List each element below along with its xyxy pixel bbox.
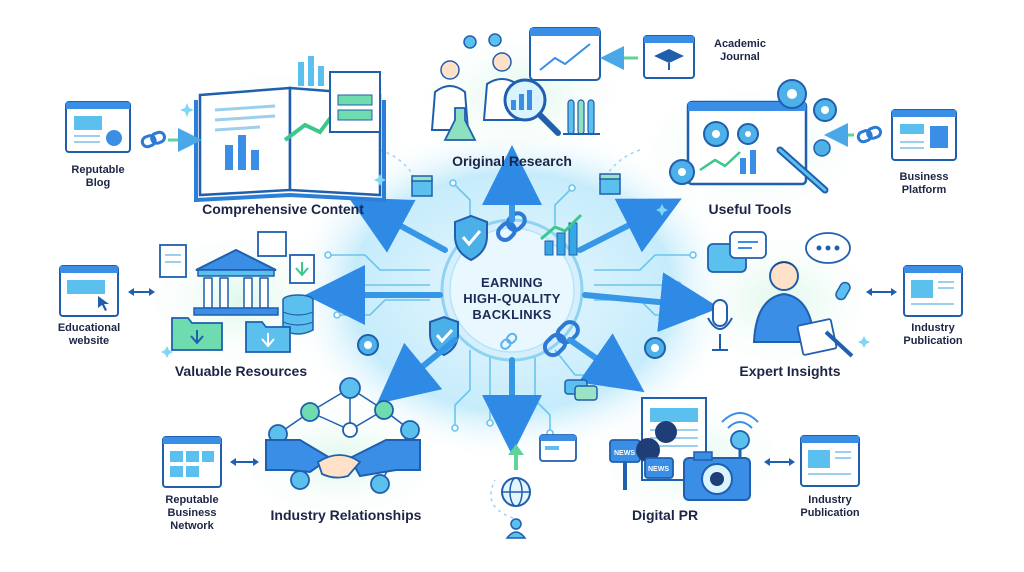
reputable-business-network-icon [162,436,222,488]
shield-icon [454,214,488,262]
center-title-line-3: BACKLINKS [472,307,552,322]
news-badge: NEWS [614,450,635,457]
educational-website-icon [59,265,119,317]
business-platform-icon [891,109,957,161]
center-title-line-1: EARNING [480,275,544,290]
industry-publication-icon [903,265,963,317]
source-reputable-business-network: Reputable Business Network [165,494,219,532]
globe-icon [501,477,531,507]
useful-tools-illustration [669,79,837,194]
source-industry-publication-right: Industry Publication [903,322,963,347]
comprehensive-content-illustration [194,56,386,203]
source-academic-journal: Academic Journal [714,38,766,63]
reputable-blog-icon [65,101,131,153]
original-research-illustration [430,27,601,141]
up-arrow-icon [508,444,524,470]
category-useful-tools: Useful Tools [708,201,792,217]
user-icon [505,518,527,539]
chain-link-icon [856,125,883,144]
center-title-line-2: HIGH-QUALITY [463,291,561,306]
browser-window-icon [539,434,577,462]
double-arrow-icon [764,458,795,466]
dashed-curves [379,149,641,521]
small-box-icon [411,175,433,197]
category-expert-insights: Expert Insights [739,363,841,379]
industry-relationships-illustration [265,377,421,494]
expert-insights-illustration [707,231,854,358]
chain-link-icon [500,332,518,350]
chain-link-icon [140,130,167,149]
double-arrow-icon [866,288,897,296]
chat-bubble-icon [564,379,598,401]
source-educational-website: Educational website [57,322,121,347]
double-arrow-icon [230,458,259,466]
category-original-research: Original Research [452,153,572,169]
sparkle-decorations [161,103,870,358]
digital-pr-illustration [609,397,759,501]
academic-journal-icon [643,35,695,79]
chain-link-icon [542,320,580,358]
category-comprehensive-content: Comprehensive Content [202,201,364,217]
category-digital-pr: Digital PR [631,507,699,523]
source-reputable-blog: Reputable Blog [71,164,125,189]
double-arrow-icon [128,288,155,296]
gear-icon [644,337,666,359]
news-badge: NEWS [648,466,669,473]
small-box-icon [599,173,621,195]
growth-chart-icon [540,213,583,256]
source-business-platform: Business Platform [899,171,949,196]
industry-publication-icon [800,435,860,487]
gear-icon [357,334,379,356]
valuable-resources-illustration [159,231,315,353]
center-title: EARNING HIGH-QUALITY BACKLINKS [442,275,582,323]
hub-arrows [305,145,720,455]
source-industry-publication-bottom: Industry Publication [800,494,860,519]
category-industry-relationships: Industry Relationships [270,507,422,523]
category-valuable-resources: Valuable Resources [174,363,308,379]
